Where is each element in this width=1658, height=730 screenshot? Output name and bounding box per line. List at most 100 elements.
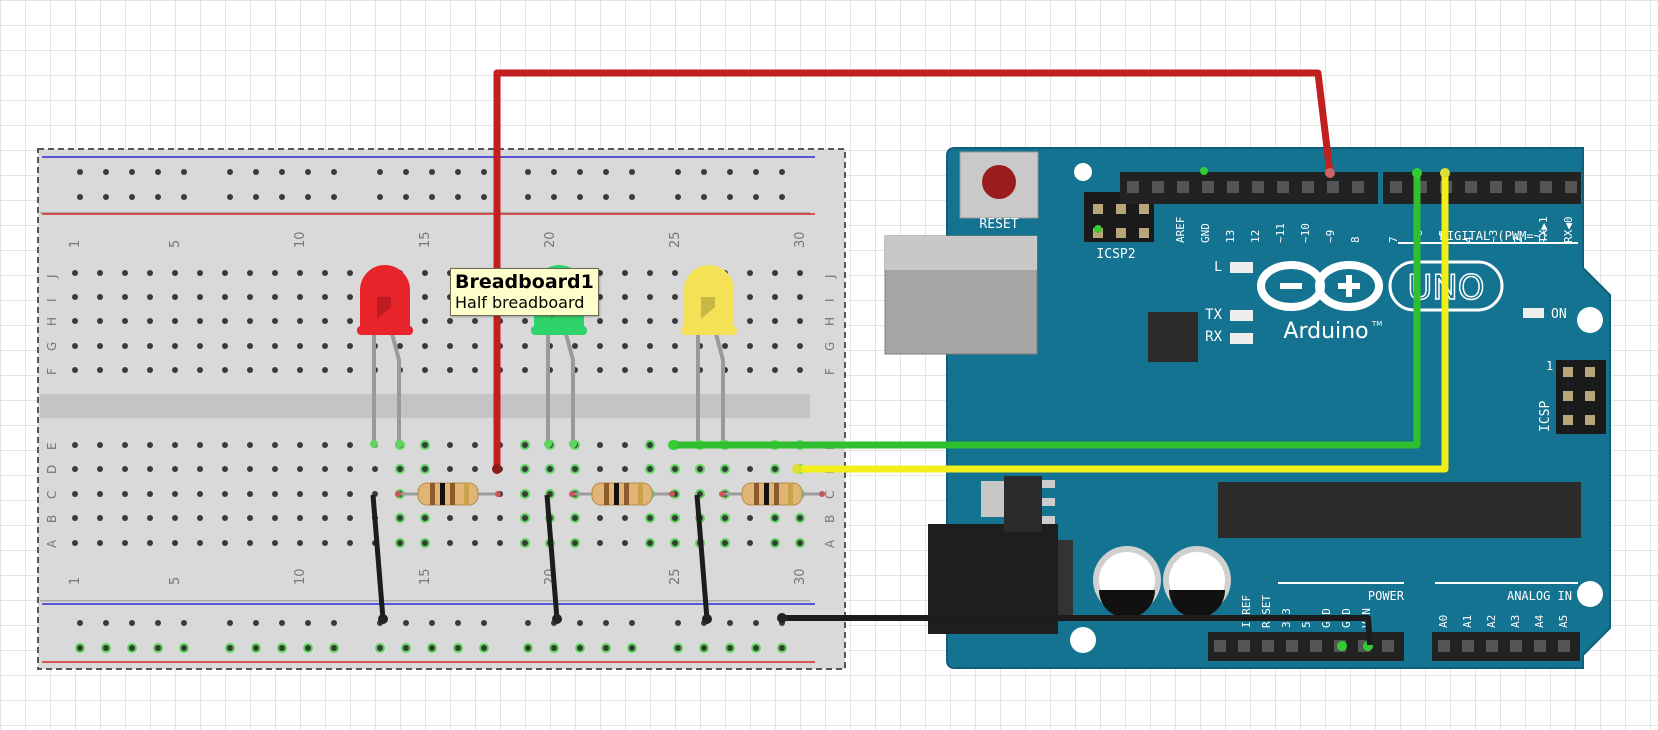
hole <box>122 540 128 546</box>
column-label-top: 30 <box>793 231 808 248</box>
dc-power-jack-lip <box>1058 540 1073 620</box>
hole <box>222 442 228 448</box>
hole <box>172 515 178 521</box>
pin-label: GND <box>1199 223 1212 243</box>
pin-label: 8 <box>1349 236 1362 243</box>
row-label-top: H <box>823 317 837 326</box>
wire-endpoint[interactable] <box>378 614 388 624</box>
pin-socket[interactable] <box>1462 640 1474 652</box>
mount-hole-right-bottom <box>1577 581 1603 607</box>
hole <box>272 491 278 497</box>
wire-endpoint[interactable] <box>668 440 678 450</box>
hole <box>472 367 478 373</box>
pin-socket[interactable] <box>1486 640 1498 652</box>
black-jumper-red-led[interactable] <box>370 494 386 620</box>
hole <box>247 466 253 472</box>
hole <box>522 367 528 373</box>
column-label-top: 25 <box>668 231 683 248</box>
yellow-wire[interactable] <box>797 173 1449 473</box>
hole <box>197 466 203 472</box>
hole <box>572 540 578 546</box>
hole <box>181 620 187 626</box>
hole <box>253 645 259 651</box>
pin-socket[interactable] <box>1540 181 1552 193</box>
pin-socket[interactable] <box>1438 640 1450 652</box>
led-die <box>377 297 391 319</box>
pin-socket[interactable] <box>1465 181 1477 193</box>
pin-socket[interactable] <box>1515 181 1527 193</box>
l-label: L <box>1214 260 1222 275</box>
analog-header[interactable] <box>1432 632 1580 661</box>
pin-socket[interactable] <box>1214 640 1226 652</box>
pin-socket[interactable] <box>1390 181 1402 193</box>
pin-socket[interactable] <box>1127 181 1139 193</box>
hole <box>147 270 153 276</box>
pin-socket[interactable] <box>1277 181 1289 193</box>
hole <box>701 645 707 651</box>
pin-socket[interactable] <box>1490 181 1502 193</box>
hole <box>525 169 531 175</box>
icsp-header[interactable] <box>1556 360 1606 434</box>
hole <box>172 318 178 324</box>
pin-socket[interactable] <box>1177 181 1189 193</box>
row-label-bottom: D <box>45 465 59 474</box>
green-wire[interactable] <box>673 173 1421 449</box>
hole <box>222 343 228 349</box>
hole <box>422 270 428 276</box>
hole <box>272 515 278 521</box>
pin-connected-gnd-power <box>1337 641 1347 651</box>
pin-socket[interactable] <box>1510 640 1522 652</box>
power-header[interactable] <box>1208 632 1404 661</box>
hole <box>297 367 303 373</box>
pin-socket[interactable] <box>1558 640 1570 652</box>
led-body <box>684 265 734 333</box>
hole <box>747 466 753 472</box>
pin-socket[interactable] <box>1565 181 1577 193</box>
hole <box>129 620 135 626</box>
red-led[interactable] <box>357 265 413 448</box>
pin-socket[interactable] <box>1227 181 1239 193</box>
wire-endpoint[interactable] <box>702 614 712 624</box>
hole <box>122 491 128 497</box>
part-tooltip: Breadboard1 Half breadboard <box>450 268 599 316</box>
hole <box>447 540 453 546</box>
hole <box>622 270 628 276</box>
hole <box>122 318 128 324</box>
pin-socket[interactable] <box>1302 181 1314 193</box>
pin-socket[interactable] <box>1534 640 1546 652</box>
icsp2-label: ICSP2 <box>1096 247 1135 262</box>
reset-button[interactable] <box>982 165 1016 199</box>
pin-socket[interactable] <box>1310 640 1322 652</box>
wire-endpoint[interactable] <box>1440 168 1450 178</box>
pin-socket[interactable] <box>1327 181 1339 193</box>
hole <box>797 294 803 300</box>
pin-socket[interactable] <box>1152 181 1164 193</box>
black-jumper-green-led[interactable] <box>544 494 560 620</box>
wire-endpoint[interactable] <box>792 464 802 474</box>
pin-socket[interactable] <box>1382 640 1394 652</box>
pin-socket[interactable] <box>1238 640 1250 652</box>
pin-socket[interactable] <box>1352 181 1364 193</box>
wire-endpoint[interactable] <box>492 464 502 474</box>
black-ground-wire[interactable] <box>782 615 1373 646</box>
wire-endpoint[interactable] <box>1412 168 1422 178</box>
wire-endpoint[interactable] <box>777 613 787 623</box>
pin-socket[interactable] <box>1202 181 1214 193</box>
wire-endpoint[interactable] <box>1325 168 1335 178</box>
hole <box>247 515 253 521</box>
pin-socket[interactable] <box>1262 640 1274 652</box>
resistor-band <box>430 483 435 505</box>
hole <box>247 343 253 349</box>
pin-socket[interactable] <box>1286 640 1298 652</box>
black-jumper-yellow-led[interactable] <box>694 494 710 620</box>
hole <box>797 343 803 349</box>
pin-socket[interactable] <box>1252 181 1264 193</box>
analog-pin-label: A2 <box>1485 615 1498 628</box>
hole <box>322 442 328 448</box>
wire-endpoint[interactable] <box>552 614 562 624</box>
hole <box>172 540 178 546</box>
hole <box>772 294 778 300</box>
